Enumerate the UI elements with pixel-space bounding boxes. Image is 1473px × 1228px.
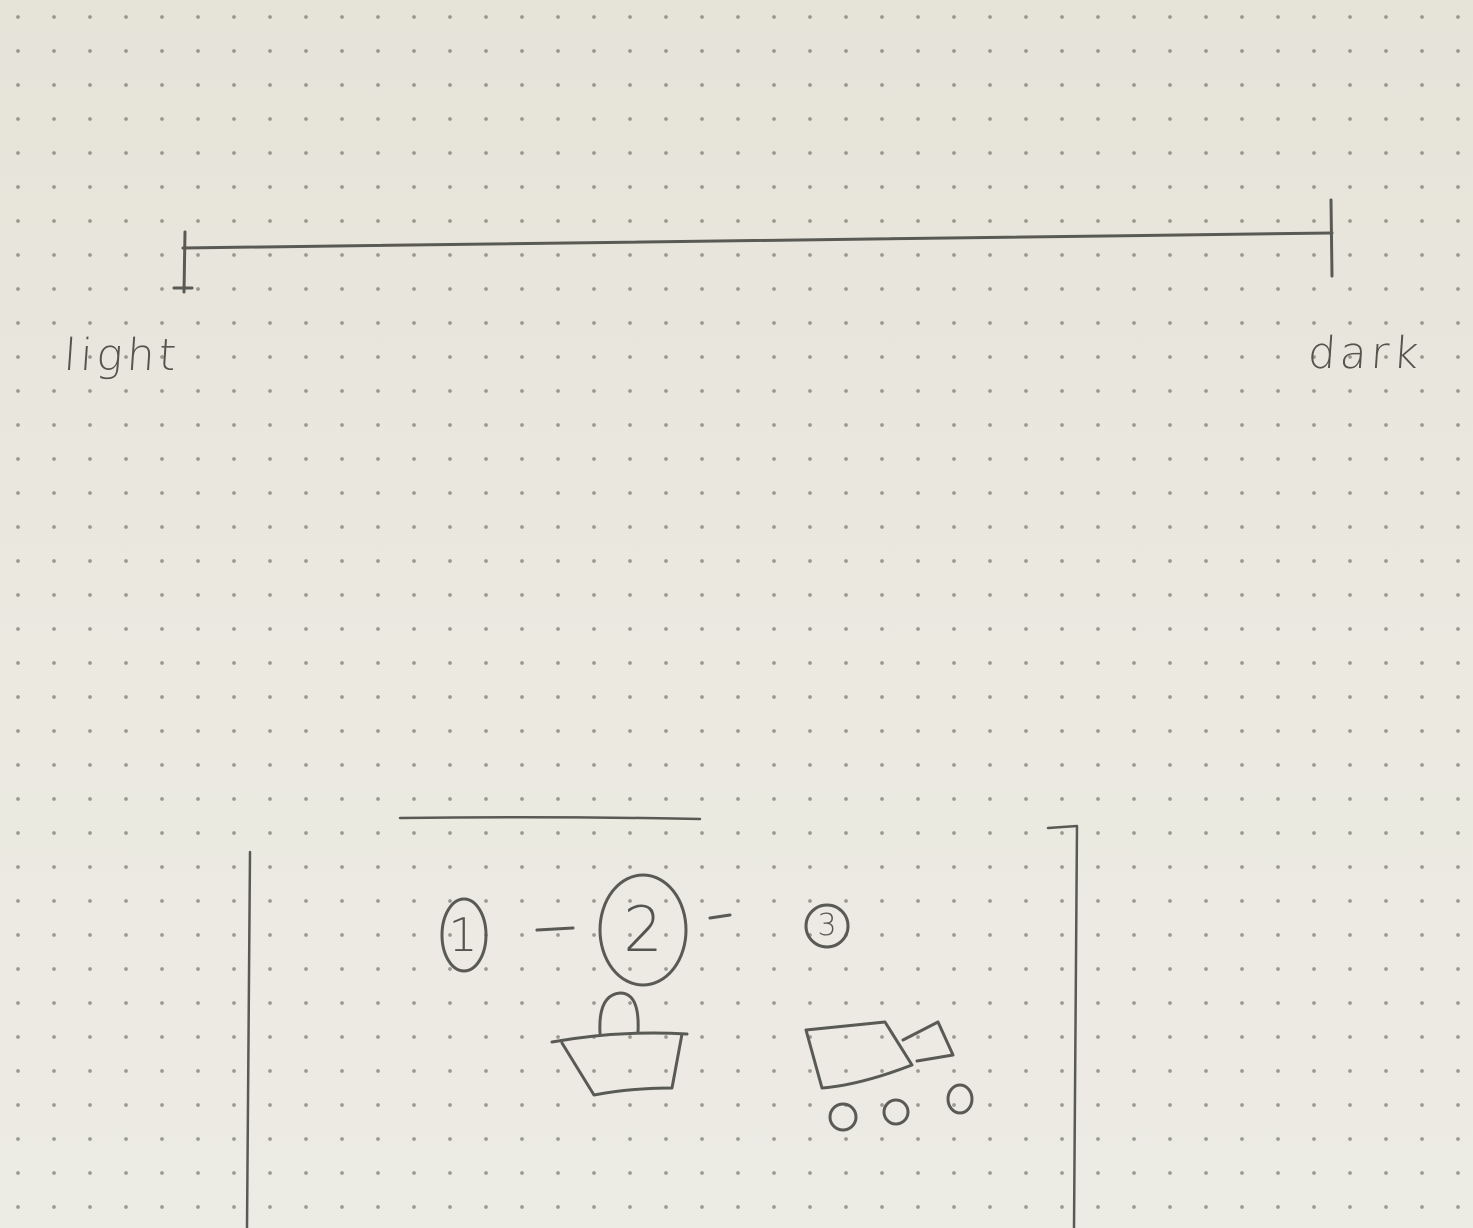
scale-left-tick [172, 230, 194, 294]
scale-label-light: light [62, 330, 182, 381]
step-3-number: 3 [817, 908, 837, 943]
device-frame [245, 815, 1079, 1228]
light-dark-scale [172, 198, 1334, 294]
basket-icon [550, 991, 689, 1097]
step-connector-2 [708, 913, 732, 920]
step-3-circle [804, 903, 850, 949]
scale-label-dark: dark [1306, 328, 1425, 379]
step-1-circle [440, 897, 488, 973]
step-2-circle [598, 873, 688, 987]
scale-right-tick [1329, 198, 1334, 278]
stroller-icon [804, 1020, 974, 1132]
step-1-number: 1 [448, 908, 478, 962]
step-2-number: 2 [623, 893, 663, 966]
frame-left-edge [245, 850, 252, 1228]
step-connector-1 [535, 926, 575, 932]
frame-top-line [398, 815, 702, 821]
frame-right-edge [1046, 824, 1079, 1228]
step-indicator [440, 873, 850, 987]
scale-line [181, 231, 1334, 250]
